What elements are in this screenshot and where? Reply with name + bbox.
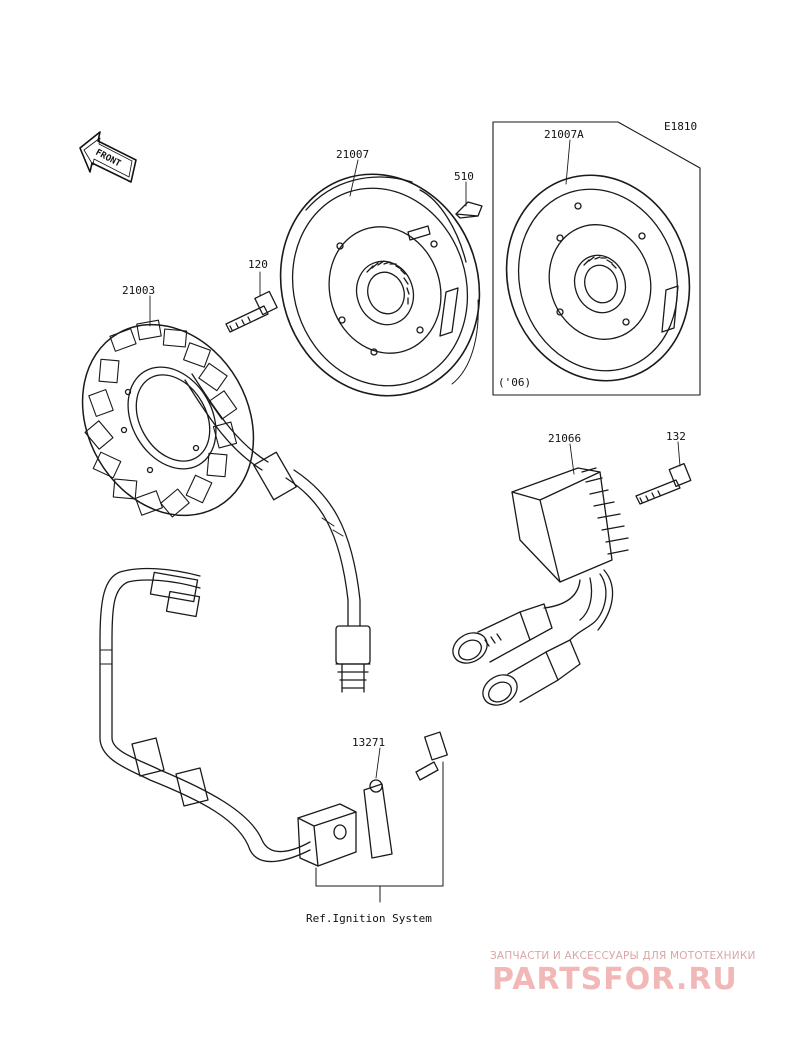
- front-arrow-icon: FRONT: [79, 131, 137, 183]
- label-13271: 13271: [352, 736, 385, 749]
- bolt-132: [635, 463, 692, 505]
- watermark-logo: PARTSFOR.RU: [492, 962, 738, 997]
- label-21007: 21007: [336, 148, 369, 161]
- leader-lines: [149, 139, 681, 779]
- diagram-code: E1810: [664, 120, 697, 133]
- label-21066: 21066: [548, 432, 581, 445]
- label-132: 132: [666, 430, 686, 443]
- key-510: [455, 201, 483, 219]
- bolt-13271: [415, 731, 448, 781]
- watermark-tagline: ЗАПЧАСТИ И АКСЕССУАРЫ ДЛЯ МОТОТЕХНИКИ: [490, 950, 756, 962]
- label-21003: 21003: [122, 284, 155, 297]
- regulator-21066: [452, 467, 629, 706]
- reference-bracket: [315, 761, 444, 903]
- stator-21003: [81, 319, 371, 693]
- year-note: ('06): [498, 376, 531, 389]
- label-120: 120: [248, 258, 268, 271]
- label-21007A: 21007A: [544, 128, 584, 141]
- flywheel-21007A: [505, 174, 691, 382]
- reference-note: Ref.Ignition System: [306, 912, 432, 925]
- label-510: 510: [454, 170, 474, 183]
- flywheel-21007: [279, 173, 481, 397]
- bolt-120: [225, 290, 278, 333]
- year-06-box: [492, 121, 701, 396]
- harness-13271: [99, 567, 393, 867]
